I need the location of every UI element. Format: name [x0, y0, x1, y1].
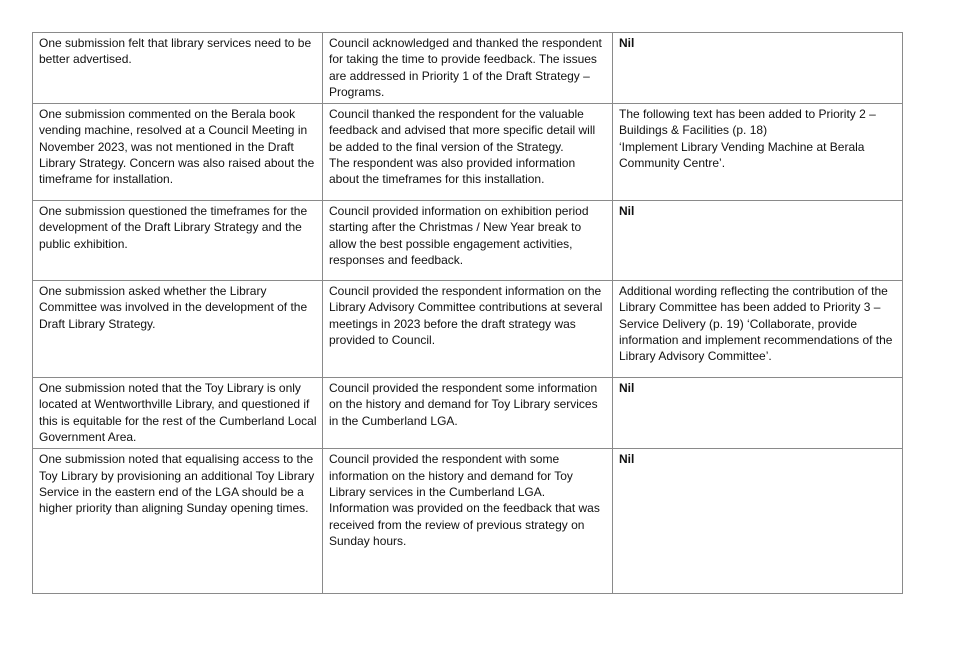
table-row: One submission noted that the Toy Librar… — [32, 377, 903, 450]
submission-cell: One submission asked whether the Library… — [32, 280, 323, 379]
submission-cell: One submission questioned the timeframes… — [32, 200, 323, 282]
submission-cell: One submission commented on the Berala b… — [32, 103, 323, 202]
council-response-cell: Council provided information on exhibiti… — [322, 200, 613, 282]
table-row: One submission commented on the Berala b… — [32, 103, 903, 202]
strategy-change-cell: Nil — [612, 377, 903, 450]
council-response-cell: Council thanked the respondent for the v… — [322, 103, 613, 202]
council-response-cell: Council provided the respondent some inf… — [322, 377, 613, 450]
table-row: One submission felt that library service… — [32, 31, 903, 105]
strategy-change-cell: Additional wording reflecting the contri… — [612, 280, 903, 379]
council-response-cell: Council provided the respondent informat… — [322, 280, 613, 379]
council-response-cell: Council provided the respondent with som… — [322, 448, 613, 595]
strategy-change-cell: Nil — [612, 31, 903, 105]
strategy-change-cell: The following text has been added to Pri… — [612, 103, 903, 202]
strategy-change-cell: Nil — [612, 200, 903, 282]
table-row: One submission asked whether the Library… — [32, 280, 903, 379]
submission-cell: One submission noted that equalising acc… — [32, 448, 323, 595]
submissions-table: One submission felt that library service… — [32, 31, 903, 595]
table-row: One submission noted that equalising acc… — [32, 448, 903, 595]
table-row: One submission questioned the timeframes… — [32, 200, 903, 282]
strategy-change-cell: Nil — [612, 448, 903, 595]
council-response-cell: Council acknowledged and thanked the res… — [322, 31, 613, 105]
submission-cell: One submission felt that library service… — [32, 31, 323, 105]
document-page: One submission felt that library service… — [32, 31, 903, 595]
submission-cell: One submission noted that the Toy Librar… — [32, 377, 323, 450]
